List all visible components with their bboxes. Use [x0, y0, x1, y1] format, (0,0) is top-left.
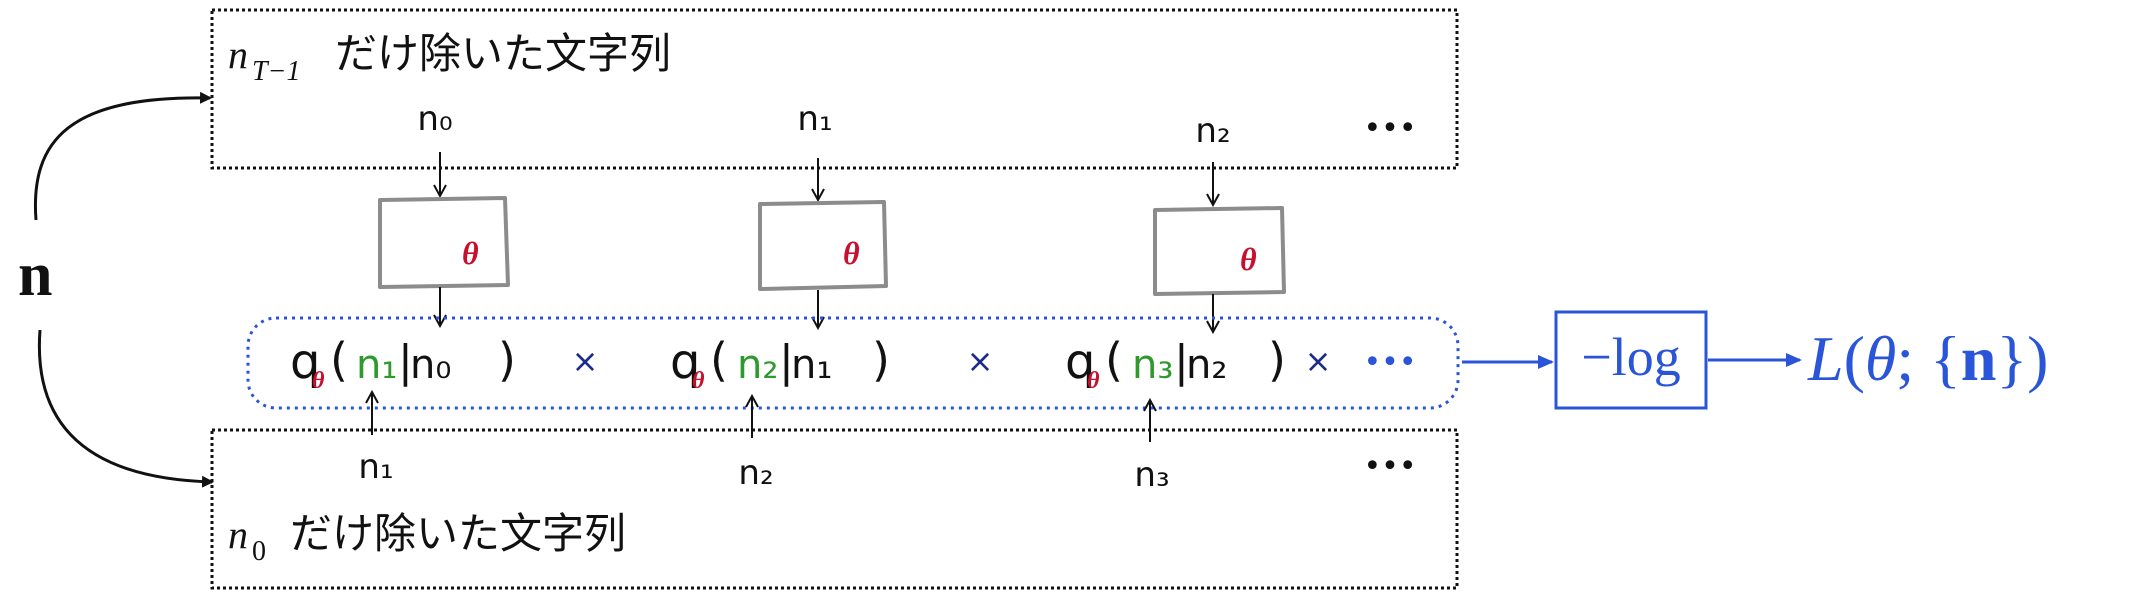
loss-lbrace: {	[1930, 323, 1961, 394]
term-1-q: q	[670, 334, 700, 390]
top-label-text: だけ除いた文字列	[335, 29, 671, 78]
term-0-q: q	[290, 334, 320, 390]
model-box-1: θ	[758, 200, 888, 291]
top-ellipsis: •••	[1363, 111, 1416, 146]
bottom-token-0: n₁	[358, 447, 393, 487]
arrow-to-bottom-box	[37, 329, 214, 488]
term-0-bar: |	[398, 336, 413, 387]
neg-log-box	[1554, 310, 1708, 410]
model-box-2: θ	[1153, 206, 1286, 296]
loss-expression: L(θ; {n})	[1807, 323, 2048, 394]
top-label-subscript: T−1	[252, 56, 300, 87]
loss-theta: θ	[1865, 323, 1896, 394]
model-param-2: θ	[1240, 241, 1257, 277]
model-box-0: θ	[378, 196, 510, 289]
model-param-1: θ	[843, 235, 860, 271]
term-0-target: n₁	[356, 342, 397, 388]
times-2: ×	[1305, 342, 1332, 380]
term-1-sub: θ	[692, 368, 705, 394]
bottom-label-text: だけ除いた文字列	[290, 509, 626, 558]
term-2-q: q	[1065, 334, 1095, 390]
loss-semicolon: ;	[1896, 323, 1930, 394]
term-1-close: )	[872, 333, 890, 387]
loss-open: (	[1844, 323, 1865, 394]
top-token-0: n₀	[417, 99, 452, 139]
top-context-box	[210, 8, 1459, 170]
top-token-1: n₁	[797, 99, 832, 139]
term-1-target: n₂	[737, 342, 778, 388]
term-2-close: )	[1268, 333, 1286, 387]
product-term-0: q θ ( n₁ | n₀ )	[290, 333, 516, 394]
bottom-context-box	[210, 428, 1459, 590]
term-0-sub: θ	[312, 368, 325, 394]
bottom-label-subscript: 0	[252, 536, 266, 567]
bottom-box-label: n 0 だけ除いた文字列	[228, 509, 626, 567]
top-token-2: n₂	[1195, 111, 1230, 151]
product-term-2: q θ ( n₃ | n₂ )	[1065, 333, 1286, 394]
term-0-close: )	[498, 333, 516, 387]
input-sequence-symbol: n	[18, 241, 52, 309]
times-1: ×	[967, 342, 994, 380]
term-2-target: n₃	[1132, 342, 1173, 388]
product-term-1: q θ ( n₂ | n₁ )	[670, 333, 890, 394]
bottom-token-2: n₃	[1134, 455, 1169, 495]
loss-L: L	[1807, 323, 1844, 394]
term-1-open: (	[710, 333, 728, 387]
arrow-to-top-box	[33, 91, 212, 221]
bottom-label-var: n	[228, 512, 248, 557]
loss-rbrace: }	[1996, 323, 2027, 394]
term-2-cond: n₂	[1186, 342, 1227, 388]
term-1-bar: |	[779, 336, 794, 387]
neg-log-label: −log	[1581, 327, 1680, 387]
model-param-0: θ	[462, 235, 479, 271]
bottom-ellipsis: •••	[1363, 449, 1416, 484]
term-2-sub: θ	[1087, 368, 1100, 394]
product-ellipsis: •••	[1363, 345, 1416, 380]
term-0-cond: n₀	[410, 342, 451, 388]
product-box	[246, 316, 1460, 410]
term-1-cond: n₁	[791, 342, 832, 388]
top-label-var: n	[228, 32, 248, 77]
loss-close: )	[2027, 323, 2048, 394]
times-0: ×	[572, 342, 599, 380]
top-box-label: n T−1 だけ除いた文字列	[228, 29, 671, 87]
term-0-open: (	[330, 333, 348, 387]
loss-n: n	[1961, 323, 1997, 394]
bottom-token-1: n₂	[738, 453, 773, 493]
term-2-bar: |	[1174, 336, 1189, 387]
term-2-open: (	[1105, 333, 1123, 387]
